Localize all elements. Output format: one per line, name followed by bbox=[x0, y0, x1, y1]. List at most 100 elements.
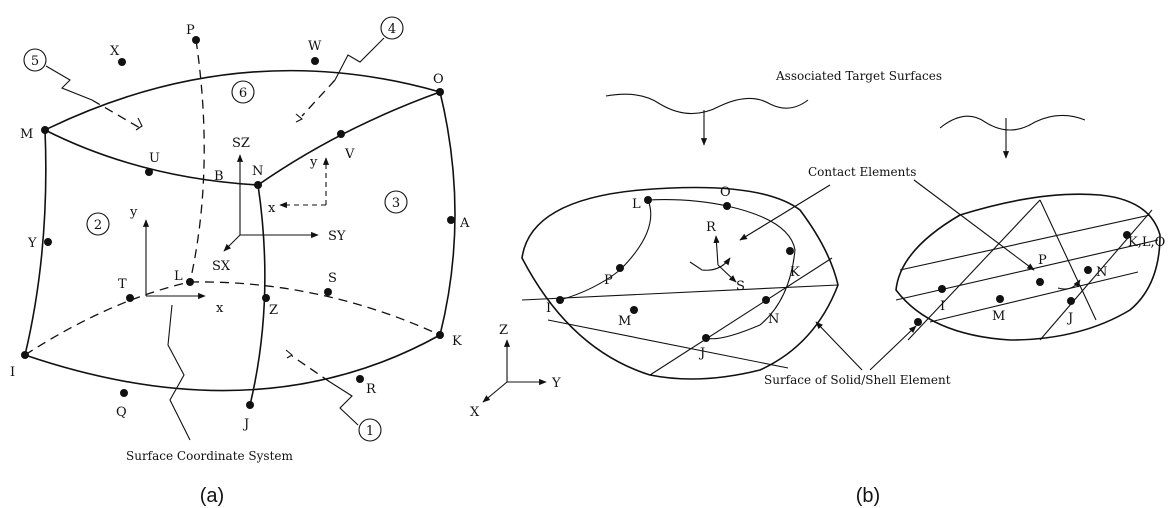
face-number-3: 3 bbox=[384, 190, 408, 214]
node-label-i: I bbox=[10, 365, 15, 380]
left-edge-l-o bbox=[647, 199, 728, 207]
node-label-b: B bbox=[214, 169, 224, 184]
left-edge-j-cross bbox=[649, 257, 833, 376]
leader-face-5 bbox=[45, 65, 93, 101]
axis-label-sz: SZ bbox=[232, 136, 250, 151]
node-label-t: T bbox=[118, 277, 127, 292]
left-label-n: N bbox=[768, 312, 779, 327]
global-label-z: Z bbox=[499, 323, 508, 338]
axis-label-sx: SX bbox=[212, 259, 231, 274]
left-label-o: O bbox=[720, 185, 731, 200]
face-number-1: 1 bbox=[358, 418, 382, 442]
face-number-6: 6 bbox=[231, 80, 255, 104]
right-label-m: M bbox=[992, 309, 1005, 324]
node-label-m: M bbox=[20, 127, 33, 142]
edge-o-k bbox=[439, 91, 456, 336]
svg-text:5: 5 bbox=[31, 54, 39, 69]
left-label-l: L bbox=[632, 197, 641, 212]
leader-face-1 bbox=[329, 381, 359, 426]
node-label-x: X bbox=[110, 44, 120, 59]
local-label-x-face3: x bbox=[268, 201, 276, 216]
right-edge-5 bbox=[1039, 209, 1153, 341]
global-x-arrow bbox=[482, 381, 508, 403]
axis-sx-arrow bbox=[223, 234, 241, 252]
leader-face-5-dash bbox=[91, 99, 141, 129]
edge-i-l-hidden bbox=[24, 281, 191, 356]
contact-leader-right bbox=[913, 179, 1035, 271]
left-node-dots bbox=[556, 196, 794, 342]
right-edge-3 bbox=[929, 271, 1139, 323]
global-label-x: X bbox=[470, 405, 480, 420]
node-label-a: A bbox=[459, 216, 470, 231]
caption-a: (a) bbox=[200, 485, 224, 507]
axis-label-sy: SY bbox=[328, 229, 346, 244]
surface-coordinate-system-label: Surface Coordinate System bbox=[126, 449, 294, 463]
contact-leader-left bbox=[739, 184, 831, 241]
node-label-v: V bbox=[344, 147, 355, 162]
right-label-p: P bbox=[1038, 253, 1047, 268]
panel-a: M X P W O U B N V Y A L T S Z I K R Q J … bbox=[10, 16, 470, 507]
shell-element-right-outline bbox=[895, 193, 1161, 341]
right-label-klo: K,L,O bbox=[1128, 235, 1165, 250]
right-label-n: N bbox=[1096, 265, 1107, 280]
face-marker-1 bbox=[285, 349, 293, 359]
leader-face-4-dash bbox=[301, 79, 336, 117]
node-label-p: P bbox=[186, 23, 195, 38]
svg-text:2: 2 bbox=[94, 218, 102, 233]
left-label-j: J bbox=[698, 346, 705, 361]
edge-l-k-hidden bbox=[189, 281, 441, 336]
face-number-4: 4 bbox=[380, 16, 404, 40]
left-edge-i-cross bbox=[547, 319, 789, 369]
surface-leader-left bbox=[815, 321, 863, 371]
left-label-p: P bbox=[604, 273, 613, 288]
svg-text:1: 1 bbox=[366, 424, 374, 439]
svg-text:6: 6 bbox=[239, 86, 247, 101]
node-label-r: R bbox=[366, 382, 377, 397]
node-label-n: N bbox=[252, 164, 263, 179]
local-label-y-face3: y bbox=[309, 155, 318, 170]
node-label-u: U bbox=[149, 151, 160, 166]
panel-b: Associated Target Surfaces Contact Eleme… bbox=[521, 69, 1165, 507]
left-label-s: S bbox=[736, 279, 745, 294]
node-label-s: S bbox=[328, 271, 337, 286]
left-rotation-arrow bbox=[689, 257, 731, 271]
left-edge-i-k bbox=[521, 284, 839, 301]
node-label-j: J bbox=[242, 417, 249, 432]
edge-n-j bbox=[249, 184, 266, 406]
contact-elements-label: Contact Elements bbox=[808, 165, 916, 179]
surface-solid-shell-label: Surface of Solid/Shell Element bbox=[764, 373, 951, 387]
right-label-i: I bbox=[940, 299, 945, 314]
right-node-dots bbox=[914, 231, 1131, 326]
edge-m-o bbox=[44, 69, 441, 131]
associated-target-surfaces-label: Associated Target Surfaces bbox=[775, 69, 942, 83]
left-label-r: R bbox=[706, 220, 717, 235]
right-label-j: J bbox=[1066, 311, 1073, 326]
left-label-k: K bbox=[790, 265, 800, 280]
node-label-l: L bbox=[174, 269, 183, 284]
global-axes: Z Y X bbox=[470, 323, 561, 420]
target-surface-left bbox=[605, 93, 809, 115]
face-number-5: 5 bbox=[23, 48, 47, 72]
right-rotation-arrow bbox=[1057, 279, 1081, 290]
solid-element-left-outline bbox=[521, 186, 839, 380]
surface-leader-right bbox=[869, 325, 917, 371]
local-label-x-face2: x bbox=[216, 301, 224, 316]
node-label-q: Q bbox=[116, 405, 127, 420]
right-edge-4 bbox=[907, 199, 1041, 341]
svg-text:4: 4 bbox=[388, 22, 396, 37]
node-label-w: W bbox=[308, 39, 322, 54]
svg-text:3: 3 bbox=[392, 196, 400, 211]
caption-b: (b) bbox=[856, 485, 880, 507]
node-label-z: Z bbox=[269, 303, 278, 318]
edge-p-l-hidden bbox=[189, 39, 205, 283]
node-label-k: K bbox=[452, 334, 462, 349]
local-label-y-face2: y bbox=[129, 205, 138, 220]
node-label-o: O bbox=[433, 72, 444, 87]
edge-n-o bbox=[257, 91, 441, 186]
edge-m-i bbox=[24, 129, 47, 356]
left-s-arrow bbox=[717, 264, 737, 283]
edge-i-k bbox=[24, 334, 441, 392]
target-surface-right bbox=[939, 114, 1086, 131]
edge-m-n bbox=[44, 129, 259, 186]
